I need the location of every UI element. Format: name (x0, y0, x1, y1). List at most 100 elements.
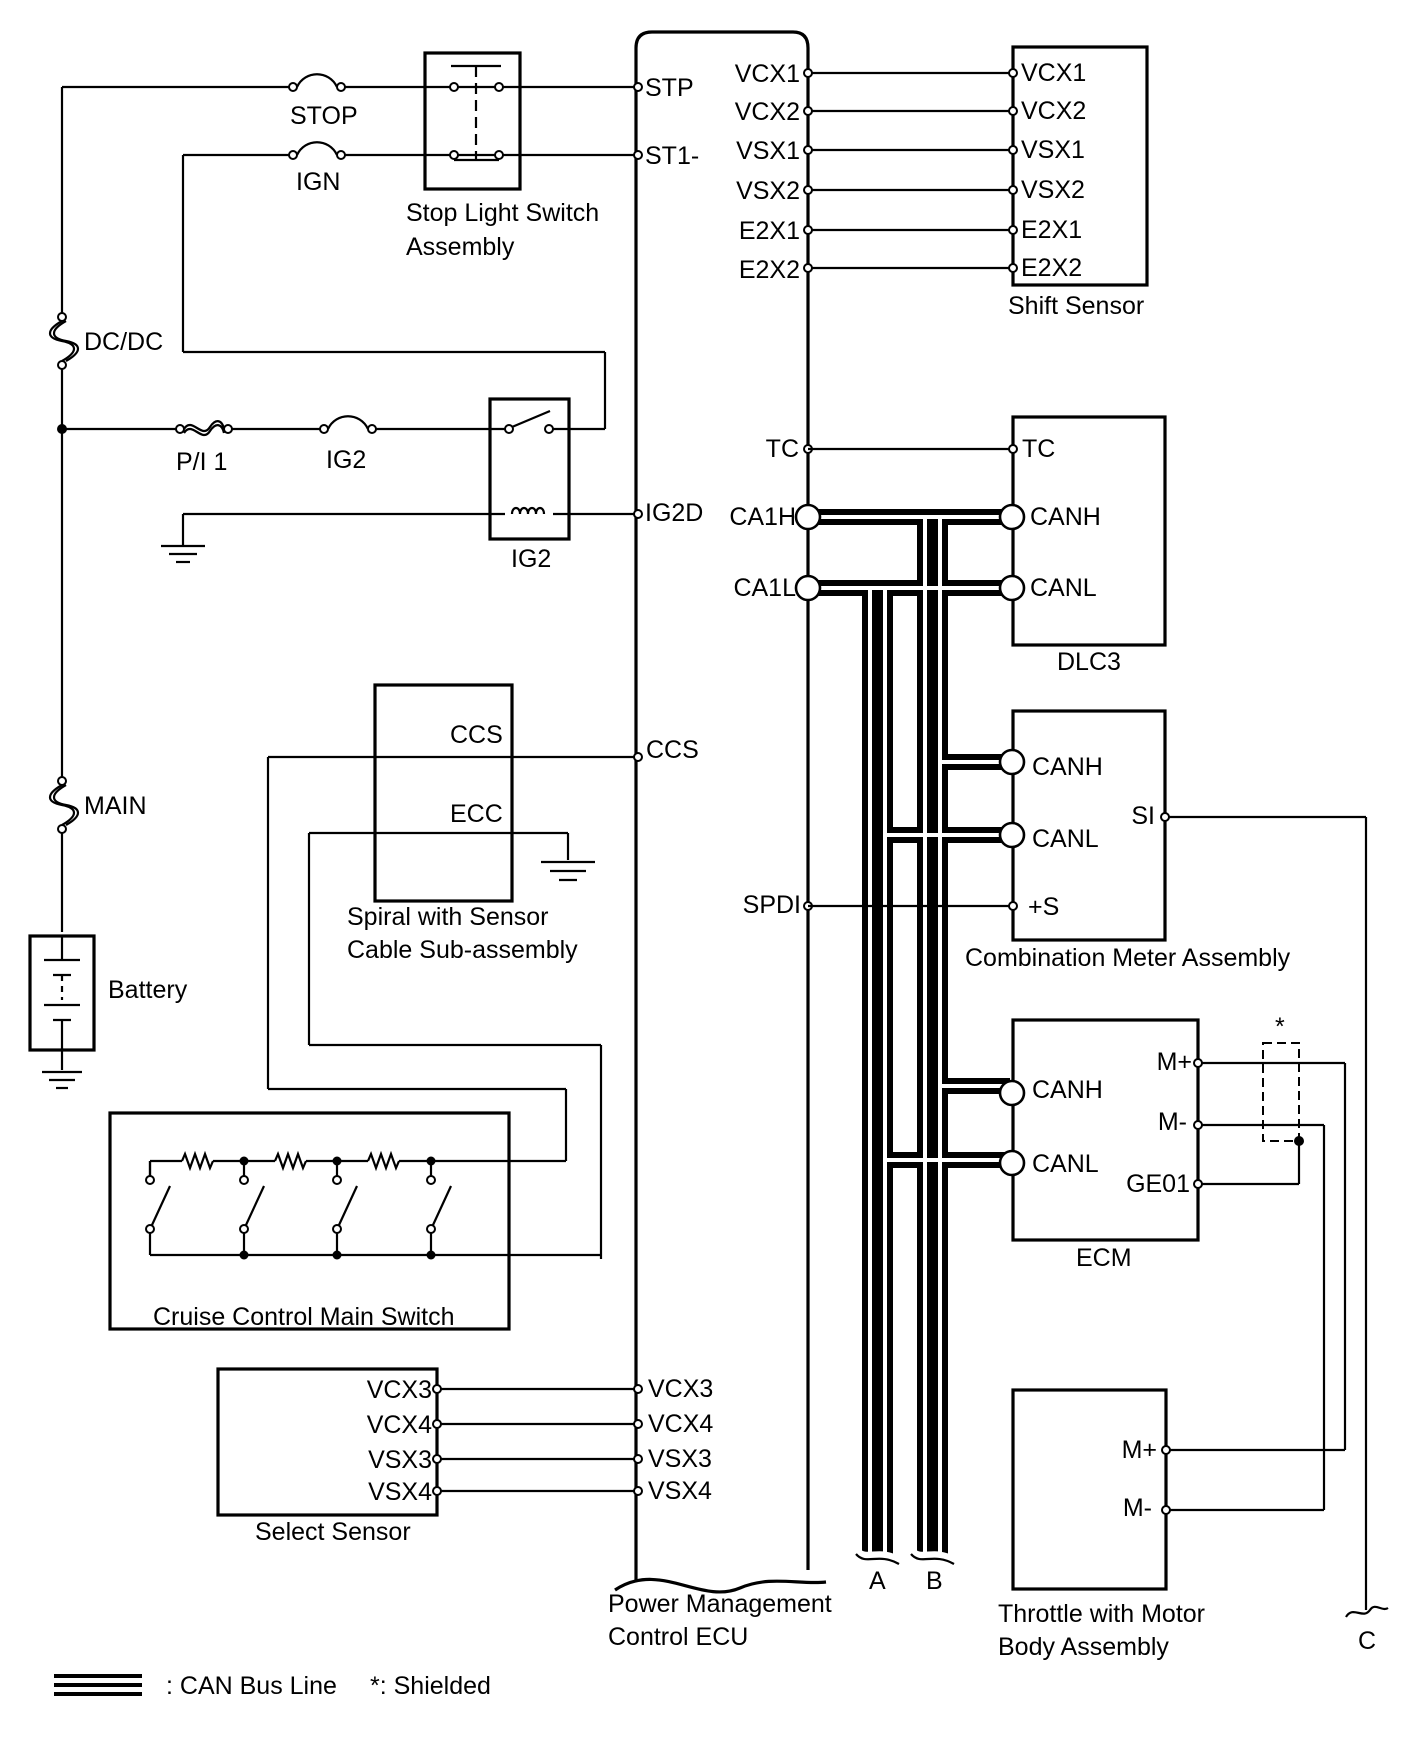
fuse-dcdc-label: DC/DC (84, 328, 163, 356)
dlc3-pin-tc: TC (1022, 435, 1055, 463)
ecu-label-1: Power Management (608, 1590, 832, 1618)
meter-pin-canh: CANH (1032, 753, 1103, 781)
fuse-ig2: IG2 (319, 415, 377, 474)
fuse-pi1: P/I 1 (175, 420, 233, 476)
switch-contact-2 (239, 1161, 265, 1255)
select-pin-vsx4: VSX4 (368, 1478, 432, 1506)
ecm: CANH CANL M+ M- GE01 ECM (998, 1018, 1203, 1272)
fuse-ig2-label: IG2 (326, 446, 366, 474)
throttle-label-2: Body Assembly (998, 1633, 1169, 1661)
fuse-ign: IGN (288, 141, 346, 196)
ecm-pin-m-plus: M+ (1157, 1048, 1192, 1076)
spiral-wiring (266, 755, 638, 1259)
ecu-pin-vsx4: VSX4 (648, 1477, 712, 1505)
switch-contact-3 (332, 1161, 358, 1255)
select-pin-vcx4: VCX4 (367, 1411, 432, 1439)
continuation-b: B (926, 1567, 943, 1595)
shield-mark (1262, 1042, 1300, 1142)
shift-sensor-label: Shift Sensor (1008, 292, 1144, 320)
stop-light-switch: Stop Light Switch Assembly (406, 51, 599, 261)
spiral-label-1: Spiral with Sensor (347, 903, 548, 931)
ecu-pin-stp: STP (645, 74, 694, 102)
fuse-stop-label: STOP (290, 102, 358, 130)
spiral-label-2: Cable Sub-assembly (347, 936, 578, 964)
ecu-right-pins: VCX1 VCX2 VSX1 VSX2 E2X1 E2X2 TC CA1H CA… (729, 60, 813, 919)
ecu-pin-vsx1: VSX1 (736, 137, 800, 165)
fuse-ign-label: IGN (296, 168, 340, 196)
spiral-ecc-pin: ECC (450, 800, 503, 828)
meter-pin-si: SI (1131, 802, 1155, 830)
switch-contact-4 (426, 1161, 452, 1255)
ecu-pin-ccs: CCS (646, 736, 699, 764)
fuse-dcdc: DC/DC (48, 312, 163, 370)
ecu-pin-e2x1: E2X1 (739, 217, 800, 245)
shift-pin-e2x1: E2X1 (1021, 216, 1082, 244)
ecu-pin-vcx2: VCX2 (735, 98, 800, 126)
meter-pin-canl: CANL (1032, 825, 1099, 853)
ig2-relay-label: IG2 (511, 545, 551, 573)
spiral-ccs-pin: CCS (450, 721, 503, 749)
ecu-pin-vcx3: VCX3 (648, 1375, 713, 1403)
ecm-pin-canl: CANL (1032, 1150, 1099, 1178)
continuation-a: A (869, 1567, 886, 1595)
shift-pin-vsx2: VSX2 (1021, 176, 1085, 204)
ecm-pin-canh: CANH (1032, 1076, 1103, 1104)
legend-can: : CAN Bus Line (166, 1672, 337, 1700)
throttle-body: M+ M- Throttle with Motor Body Assembly (998, 1388, 1205, 1661)
combination-meter: CANH CANL +S SI Combination Meter Assemb… (965, 709, 1291, 972)
ecm-label: ECM (1076, 1244, 1132, 1272)
shift-pin-vsx1: VSX1 (1021, 136, 1085, 164)
ecu-pin-vsx3: VSX3 (648, 1445, 712, 1473)
ecu-pin-vcx4: VCX4 (648, 1410, 713, 1438)
fuse-main-label: MAIN (84, 792, 147, 820)
ecu-pin-ca1h: CA1H (729, 503, 796, 531)
dlc3: TC CANH CANL DLC3 (998, 415, 1167, 676)
ecm-pin-m-minus: M- (1158, 1108, 1187, 1136)
battery: Battery (28, 934, 188, 1052)
throttle-pin-m-minus: M- (1123, 1494, 1152, 1522)
stop-light-switch-label-2: Assembly (406, 233, 515, 261)
motor-wiring: * (1166, 1013, 1347, 1512)
shield-asterisk: * (1275, 1013, 1285, 1041)
legend-shielded: *: Shielded (370, 1672, 491, 1700)
continuation-c: C (1358, 1627, 1376, 1655)
ecm-pin-ge01: GE01 (1126, 1170, 1190, 1198)
ecu-pin-vcx1: VCX1 (735, 60, 800, 88)
fuse-pi1-label: P/I 1 (176, 448, 227, 476)
ecu-label-2: Control ECU (608, 1623, 748, 1651)
ecu-pin-vsx2: VSX2 (736, 177, 800, 205)
shift-pin-e2x2: E2X2 (1021, 254, 1082, 282)
throttle-pin-m-plus: M+ (1122, 1436, 1157, 1464)
select-sensor: VCX3 VCX4 VSX3 VSX4 Select Sensor (216, 1367, 638, 1546)
dlc3-pin-canh: CANH (1030, 503, 1101, 531)
can-bus: A B (794, 503, 1010, 1595)
ig2-relay: IG2 (488, 397, 571, 573)
stop-light-switch-label-1: Stop Light Switch (406, 199, 599, 227)
fuse-main: MAIN (48, 776, 147, 834)
ecu-left-pins: STP ST1- IG2D CCS VCX3 VCX4 VSX3 VSX4 (633, 74, 713, 1505)
switch-contact-1 (145, 1161, 171, 1255)
meter-pin-plus-s: +S (1028, 893, 1059, 921)
combination-meter-label: Combination Meter Assembly (965, 944, 1291, 972)
power-management-ecu: Power Management Control ECU (608, 30, 832, 1651)
ecu-pin-ig2d: IG2D (645, 499, 703, 527)
ecu-pin-spdi: SPDI (743, 891, 801, 919)
cruise-control-main-switch: Cruise Control Main Switch (108, 1111, 601, 1331)
select-pin-vcx3: VCX3 (367, 1376, 432, 1404)
shift-pin-vcx1: VCX1 (1021, 59, 1086, 87)
dlc3-label: DLC3 (1057, 648, 1121, 676)
shift-sensor-wiring (808, 71, 1013, 270)
battery-label: Battery (108, 976, 188, 1004)
ecu-pin-ca1l: CA1L (733, 574, 796, 602)
spiral-cable: CCS ECC Spiral with Sensor Cable Sub-ass… (347, 683, 578, 964)
throttle-label-1: Throttle with Motor (998, 1600, 1205, 1628)
select-pin-vsx3: VSX3 (368, 1446, 432, 1474)
si-wire: C (1169, 815, 1389, 1655)
select-sensor-label: Select Sensor (255, 1518, 411, 1546)
shift-sensor: VCX1 VCX2 VSX1 VSX2 E2X1 E2X2 Shift Sens… (1008, 45, 1149, 320)
cruise-switch-label: Cruise Control Main Switch (153, 1303, 455, 1331)
legend: : CAN Bus Line *: Shielded (54, 1672, 491, 1700)
fuse-stop: STOP (288, 73, 358, 130)
ecu-pin-e2x2: E2X2 (739, 256, 800, 284)
